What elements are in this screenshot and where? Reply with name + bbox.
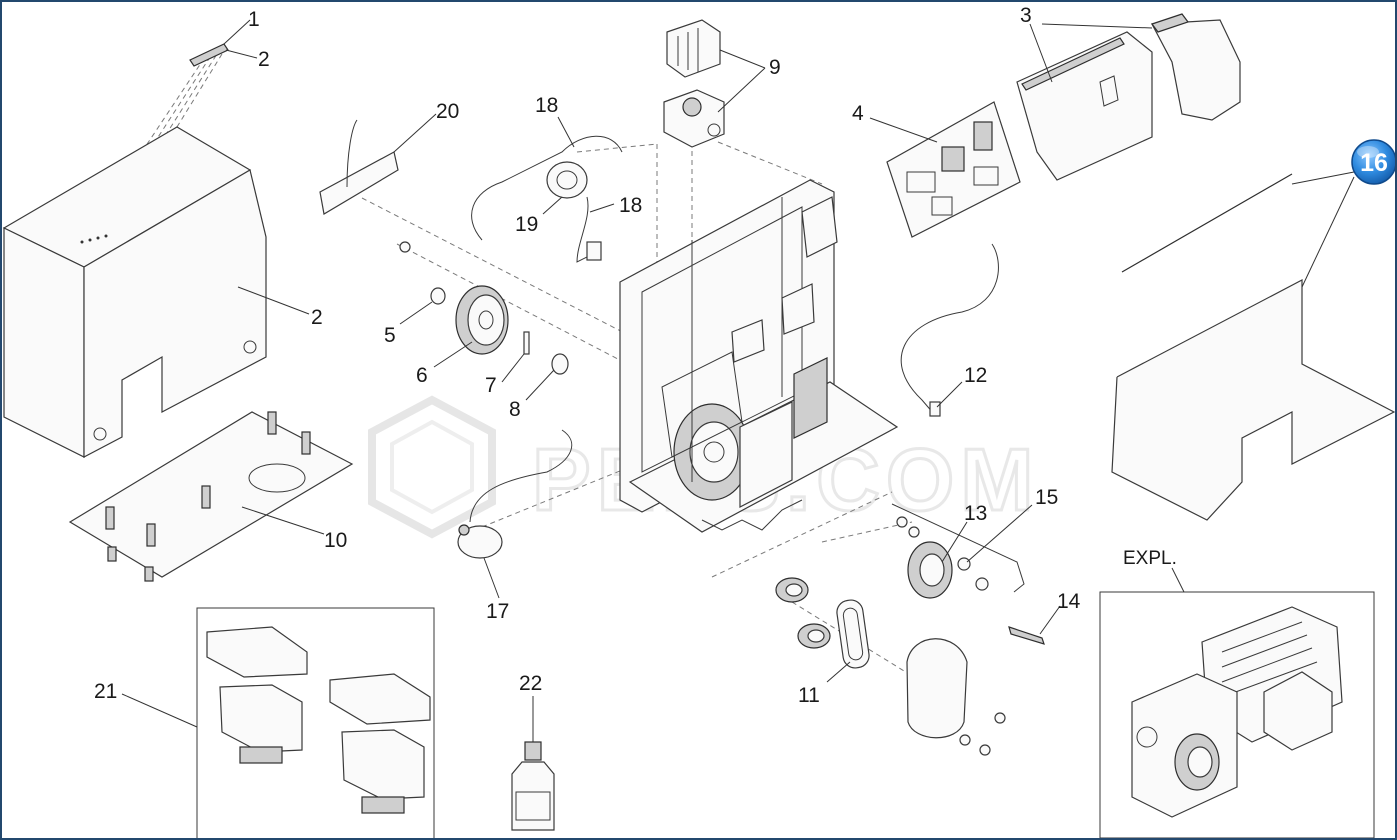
callout-21: 21	[94, 680, 117, 703]
callout-11: 11	[798, 684, 820, 707]
part-19-capacitor	[546, 161, 588, 199]
part-7-key	[523, 331, 530, 355]
callout-12: 12	[964, 364, 987, 387]
callout-labels: 1 2 2 3 4 5 6 7 8 9 10 11 12 13 14 15 17…	[94, 4, 1177, 707]
callout-5: 5	[384, 324, 396, 347]
callout-2-top: 2	[258, 48, 270, 71]
expl-box	[1099, 591, 1375, 838]
part-11-belt	[836, 599, 870, 669]
part-8-ring	[551, 353, 569, 375]
part-13-pulley	[896, 516, 989, 599]
part-10-base-plate	[68, 411, 354, 582]
part-11-belt-cover	[906, 638, 1006, 756]
part-17-sensor	[457, 429, 573, 559]
part-21-box	[196, 607, 435, 838]
part-20-bracket	[319, 119, 399, 215]
callout-4: 4	[852, 102, 864, 125]
callout-13: 13	[964, 502, 987, 525]
callout-8: 8	[509, 398, 521, 421]
part-3-side-cover	[1151, 13, 1241, 121]
callout-3: 3	[1020, 4, 1032, 27]
part-4-control-board	[886, 101, 1021, 238]
callout-7: 7	[485, 374, 497, 397]
callout-2-cover: 2	[311, 306, 323, 329]
part-3-front-cover	[1016, 31, 1153, 181]
callout-20: 20	[436, 100, 459, 123]
badge-16: 16	[1351, 139, 1395, 185]
callout-18-lower: 18	[619, 194, 642, 217]
part-6-gear	[455, 285, 509, 355]
part-16-gasket	[1111, 173, 1395, 521]
expl-label: EXPL.	[1123, 548, 1177, 569]
part-5-washer	[430, 287, 446, 305]
part-9-limit-switch	[666, 19, 721, 78]
callout-19: 19	[515, 213, 538, 236]
part-9-cam	[663, 89, 725, 148]
leader-lines	[121, 19, 1355, 742]
part-22-oil-bottle	[511, 741, 555, 831]
callout-22: 22	[519, 672, 542, 695]
part-5-screw	[399, 241, 411, 253]
callout-9: 9	[769, 56, 781, 79]
callout-1: 1	[248, 8, 260, 31]
callout-14: 14	[1057, 590, 1081, 613]
callout-17: 17	[486, 600, 509, 623]
main-frame	[619, 179, 899, 533]
badge-number: 16	[1360, 149, 1388, 177]
callout-15: 15	[1035, 486, 1058, 509]
part-11-pulleys	[775, 577, 831, 649]
callout-10: 10	[324, 529, 347, 552]
part-15-pulley-bracket	[891, 503, 1025, 593]
part-12-cable	[900, 243, 999, 417]
callout-6: 6	[416, 364, 428, 387]
part-2-cover	[2, 126, 267, 458]
part-14-release-key	[1008, 626, 1045, 645]
part-1-screws	[189, 43, 229, 67]
part-18-cable	[471, 135, 623, 263]
callout-18-top: 18	[535, 94, 558, 117]
